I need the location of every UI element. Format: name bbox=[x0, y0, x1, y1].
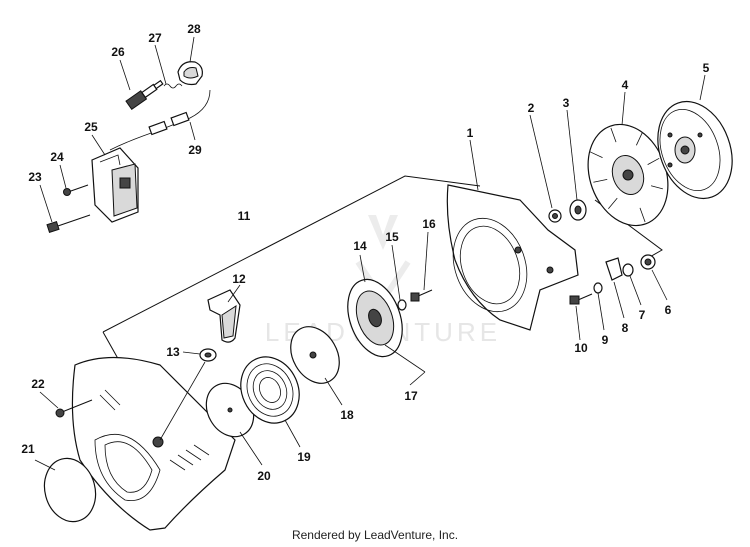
starter-pulley-part bbox=[347, 278, 403, 358]
callout-1: 1 bbox=[467, 126, 474, 140]
washer-7-part bbox=[622, 263, 634, 277]
bracket-11-line bbox=[102, 175, 481, 333]
callout-12: 12 bbox=[232, 272, 246, 286]
leader-lines bbox=[34, 36, 706, 471]
callout-11: 11 bbox=[238, 209, 251, 223]
watermark-logo-icon bbox=[368, 215, 398, 250]
spring-clip-part bbox=[163, 83, 183, 89]
callout-21: 21 bbox=[21, 442, 35, 456]
ignition-lead-part bbox=[109, 89, 211, 151]
callout-26: 26 bbox=[111, 45, 125, 59]
callout-22: 22 bbox=[31, 377, 45, 391]
callout-4: 4 bbox=[622, 78, 629, 92]
callout-25: 25 bbox=[84, 120, 98, 134]
callout-5: 5 bbox=[703, 61, 710, 75]
footer-credit: Rendered by LeadVenture, Inc. bbox=[291, 528, 459, 542]
spark-plug-cap-part bbox=[177, 61, 203, 86]
clutch-drum-part bbox=[657, 100, 733, 200]
callout-20: 20 bbox=[257, 469, 271, 483]
pawl-8-part bbox=[605, 257, 623, 281]
callout-24: 24 bbox=[50, 150, 64, 164]
callout-9: 9 bbox=[602, 333, 609, 347]
callout-6: 6 bbox=[665, 303, 672, 317]
callout-17: 17 bbox=[404, 389, 418, 403]
callout-29: 29 bbox=[188, 143, 202, 157]
nut-2-part bbox=[548, 209, 562, 223]
starter-handle-part bbox=[207, 289, 241, 343]
screw-10-part bbox=[569, 293, 593, 305]
callout-28: 28 bbox=[187, 22, 201, 36]
callout-2: 2 bbox=[528, 101, 535, 115]
callout-labels: 1 2 3 4 5 6 7 8 9 10 11 12 13 14 15 16 1… bbox=[21, 22, 709, 483]
callout-27: 27 bbox=[148, 31, 162, 45]
washer-18-part bbox=[290, 326, 340, 384]
washer-3-part bbox=[569, 199, 587, 221]
starter-rope-part bbox=[159, 361, 206, 441]
starter-housing-part bbox=[71, 356, 236, 531]
washer-15-part bbox=[397, 299, 407, 311]
callout-3: 3 bbox=[563, 96, 570, 110]
screw-22-part bbox=[55, 399, 93, 418]
screw-24-part bbox=[63, 184, 89, 196]
screw-16-part bbox=[410, 289, 433, 302]
spark-plug-part bbox=[125, 79, 164, 111]
callout-19: 19 bbox=[297, 450, 311, 464]
washer-9-part bbox=[593, 282, 603, 294]
lead-sleeve-part-2 bbox=[170, 111, 190, 127]
rope-17-part bbox=[384, 344, 426, 373]
filter-ring-part bbox=[43, 457, 97, 523]
callout-16: 16 bbox=[422, 217, 436, 231]
callout-15: 15 bbox=[385, 230, 399, 244]
rope-grommet-part bbox=[199, 348, 217, 362]
ignition-module-part bbox=[91, 147, 139, 223]
callout-23: 23 bbox=[28, 170, 42, 184]
fan-housing-part bbox=[446, 184, 579, 331]
callout-7: 7 bbox=[639, 308, 646, 322]
callout-14: 14 bbox=[353, 239, 367, 253]
callout-10: 10 bbox=[574, 341, 588, 355]
callout-18: 18 bbox=[340, 408, 354, 422]
callout-13: 13 bbox=[166, 345, 180, 359]
callout-8: 8 bbox=[622, 321, 629, 335]
screw-23-part bbox=[46, 214, 91, 233]
nut-6-part bbox=[640, 254, 656, 270]
flywheel-part bbox=[587, 123, 669, 227]
lead-sleeve-part bbox=[148, 120, 168, 136]
recoil-spring-part bbox=[240, 356, 300, 424]
